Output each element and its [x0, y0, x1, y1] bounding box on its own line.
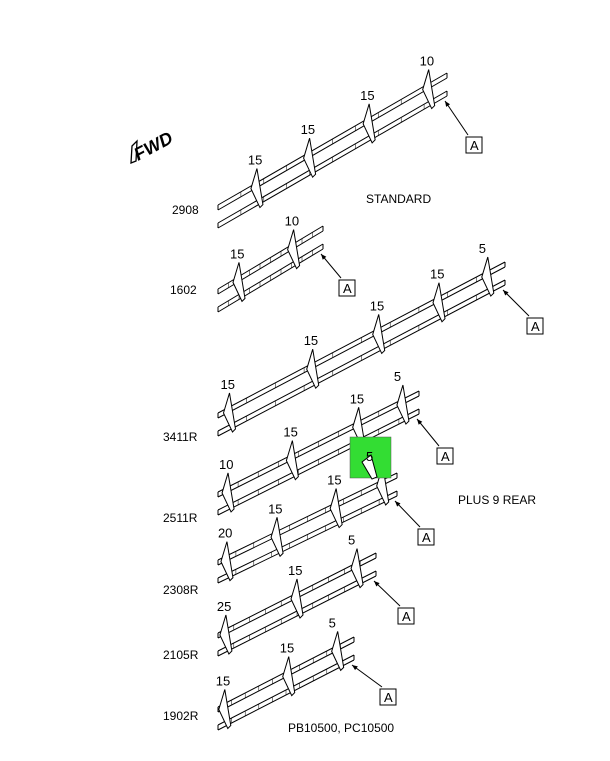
blade-size-label: 15 [301, 122, 315, 137]
fairing-blade [350, 548, 364, 589]
blade-size-label: 5 [348, 533, 355, 548]
highlighted-tab-label: 5 [366, 449, 373, 464]
section-standard-label: STANDARD [366, 192, 431, 206]
fairing-blade [481, 256, 495, 297]
fairing-blade [362, 103, 376, 144]
blade-size-label: 15 [350, 391, 364, 406]
fairing-blade [221, 472, 235, 513]
svg-text:A: A [441, 449, 450, 464]
leader-line [502, 289, 530, 317]
highlighted-blade [361, 454, 378, 480]
fairing-blade [282, 656, 296, 697]
part-number-label: 3411R [163, 430, 198, 444]
blade-size-label: 15 [360, 88, 374, 103]
fairing-blade [306, 349, 320, 390]
leader-arrow-icon [445, 101, 451, 107]
callout-a[interactable]: A [436, 447, 454, 465]
blade-size-label: 10 [420, 54, 434, 69]
fairing-blade [287, 229, 301, 270]
blade-size-label: 10 [219, 457, 233, 472]
svg-text:A: A [384, 690, 393, 705]
fairing-blade [219, 614, 233, 655]
blade-size-label: 15 [280, 641, 294, 656]
leader-arrow-icon [374, 581, 380, 587]
svg-text:A: A [422, 530, 431, 545]
blade-size-label: 15 [304, 333, 318, 348]
blade-size-label: 10 [285, 214, 299, 229]
blade-size-label: 15 [216, 674, 230, 689]
assembly-1602: 15 10 1602 A [170, 214, 356, 313]
callout-a[interactable]: A [397, 607, 415, 625]
fairing-blade [290, 578, 304, 619]
blade-size-label: 15 [430, 267, 444, 282]
blade-size-label: 5 [329, 615, 336, 630]
blade-size-label: 15 [283, 425, 297, 440]
blade-size-label: 15 [230, 246, 244, 261]
part-number-label: 1902R [163, 709, 199, 723]
fairing-blade [331, 631, 345, 672]
assembly-2908: 15 15 15 10 2908 A [172, 54, 483, 229]
callout-a[interactable]: A [526, 317, 544, 335]
assembly-2105R: 25 15 5 2105R A [163, 533, 415, 662]
fairing-blade [270, 517, 284, 558]
fairing-blade [218, 689, 232, 730]
fairing-blade [422, 69, 436, 110]
part-number-label: 2308R [163, 583, 199, 597]
fairing-blade [232, 262, 246, 303]
leader-arrow-icon [395, 501, 401, 507]
fwd-label: FWD [130, 128, 176, 165]
assembly-1902R: 15 15 5 1902R A [163, 615, 397, 731]
svg-text:A: A [402, 609, 411, 624]
leader-line [351, 664, 383, 688]
callout-a[interactable]: A [379, 688, 397, 706]
leader-arrow-icon [417, 419, 423, 425]
blade-size-label: 15 [268, 501, 282, 516]
leader-line [444, 100, 469, 136]
callout-a[interactable]: A [465, 136, 483, 154]
blade-size-label: 15 [370, 298, 384, 313]
fairing-blade [329, 488, 343, 529]
part-number-label: 2105R [163, 648, 199, 662]
assembly-2511R: 10 15 15 5 2511R A [163, 369, 454, 525]
part-number-label: 2908 [172, 203, 199, 217]
blade-size-label: 15 [288, 563, 302, 578]
blade-size-label: 25 [217, 599, 231, 614]
leader-line [394, 500, 421, 528]
part-number-label: 1602 [170, 283, 197, 297]
svg-text:A: A [343, 281, 352, 296]
part-number-label: 2511R [163, 511, 198, 525]
fairing-blade [222, 392, 237, 433]
fwd-indicator: FWD [130, 128, 176, 165]
assembly-2308R: 20 15 15 5 2308R A [163, 450, 435, 597]
footer-model-label: PB10500, PC10500 [288, 721, 394, 735]
leader-arrow-icon [503, 290, 509, 296]
fairing-blade [396, 384, 410, 425]
fairing-blade [220, 541, 234, 582]
fairing-blade [372, 314, 386, 355]
blade-size-label: 15 [220, 377, 234, 392]
svg-text:A: A [531, 319, 540, 334]
blade-size-label: 20 [218, 526, 232, 541]
leader-line [373, 580, 401, 607]
fairing-blade [285, 440, 299, 481]
fairing-blade [432, 282, 446, 323]
fairing-blade [303, 138, 317, 179]
assembly-3411R: 15 15 15 15 5 3411R A [163, 241, 544, 444]
leader-arrow-icon [352, 665, 358, 671]
fwd-arrow-icon [130, 139, 138, 164]
blade-size-label: 5 [394, 369, 401, 384]
leader-arrow-icon [321, 254, 327, 260]
callout-a[interactable]: A [417, 528, 435, 546]
blade-size-label: 15 [327, 473, 341, 488]
svg-text:A: A [470, 138, 479, 153]
fairing-blade [250, 168, 264, 209]
blade-size-label: 15 [248, 153, 262, 168]
section-plus-label: PLUS 9 REAR [458, 493, 536, 507]
leader-line [416, 418, 440, 447]
callout-a[interactable]: A [338, 279, 356, 297]
blade-size-label: 5 [479, 241, 486, 256]
